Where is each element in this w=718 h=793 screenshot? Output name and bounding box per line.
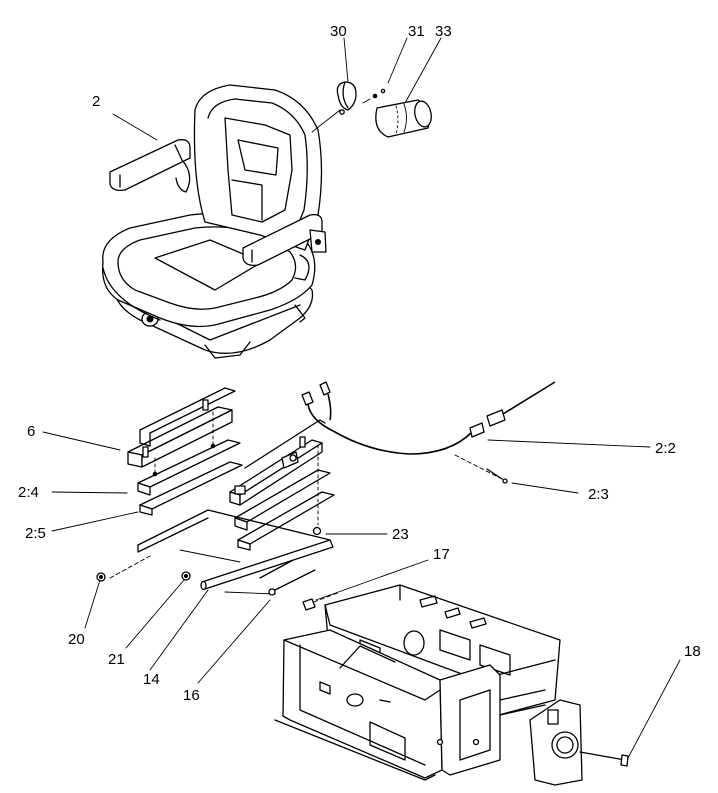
seat-slide-rails	[109, 387, 335, 579]
wire-harness	[301, 381, 556, 484]
callout-16: 16	[183, 687, 200, 704]
seat-assembly	[101, 84, 327, 359]
callout-labels: 2 30 31 33 6 2:4 2:5 2:2 2:3 23 17 20 21…	[18, 23, 701, 704]
callout-2: 2	[92, 93, 100, 110]
callout-23: 23	[392, 526, 409, 543]
callout-2-4: 2:4	[18, 484, 39, 501]
callout-14: 14	[143, 671, 160, 688]
callout-30: 30	[330, 23, 347, 40]
callout-21: 21	[108, 651, 125, 668]
callout-2-3: 2:3	[588, 486, 609, 503]
parts-30-31-33	[311, 81, 432, 138]
hardware	[96, 526, 341, 611]
callout-17: 17	[433, 546, 450, 563]
leader-lines	[42, 37, 681, 759]
callout-31: 31	[408, 23, 425, 40]
seat-base-frame	[274, 584, 629, 786]
callout-2-2: 2:2	[655, 440, 676, 457]
callout-6: 6	[27, 423, 35, 440]
callout-33: 33	[435, 23, 452, 40]
callout-2-5: 2:5	[25, 525, 46, 542]
callout-20: 20	[68, 631, 85, 648]
callout-18: 18	[684, 643, 701, 660]
